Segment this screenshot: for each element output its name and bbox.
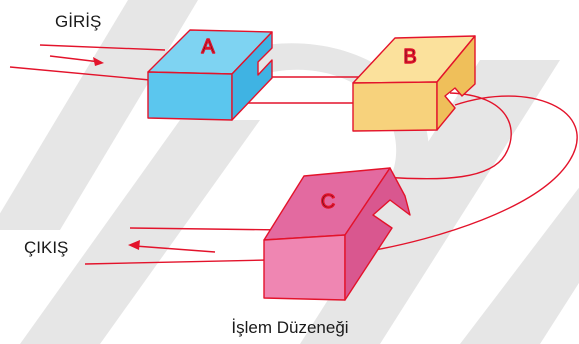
output-line-2 — [84, 259, 269, 265]
diagram-caption: İşlem Düzeneği — [231, 318, 348, 337]
output-label: ÇIKIŞ — [24, 238, 68, 257]
block-a-letter: A — [201, 36, 215, 58]
output-arrow-shaft — [134, 245, 216, 253]
input-label: GİRİŞ — [55, 12, 101, 31]
output-arrow-head — [128, 240, 140, 250]
input-line-2 — [9, 66, 151, 81]
link-b-c-outer — [374, 95, 578, 251]
input-line-1 — [39, 44, 166, 51]
block-c-letter: C — [321, 191, 335, 213]
output-line-1 — [129, 227, 286, 231]
block-c: C — [263, 167, 411, 301]
block-b: B — [352, 35, 476, 132]
block-b-letter: B — [403, 46, 416, 68]
input-arrow-head — [93, 57, 104, 66]
block-a: A — [147, 29, 273, 121]
input-arrow-shaft — [49, 55, 101, 63]
